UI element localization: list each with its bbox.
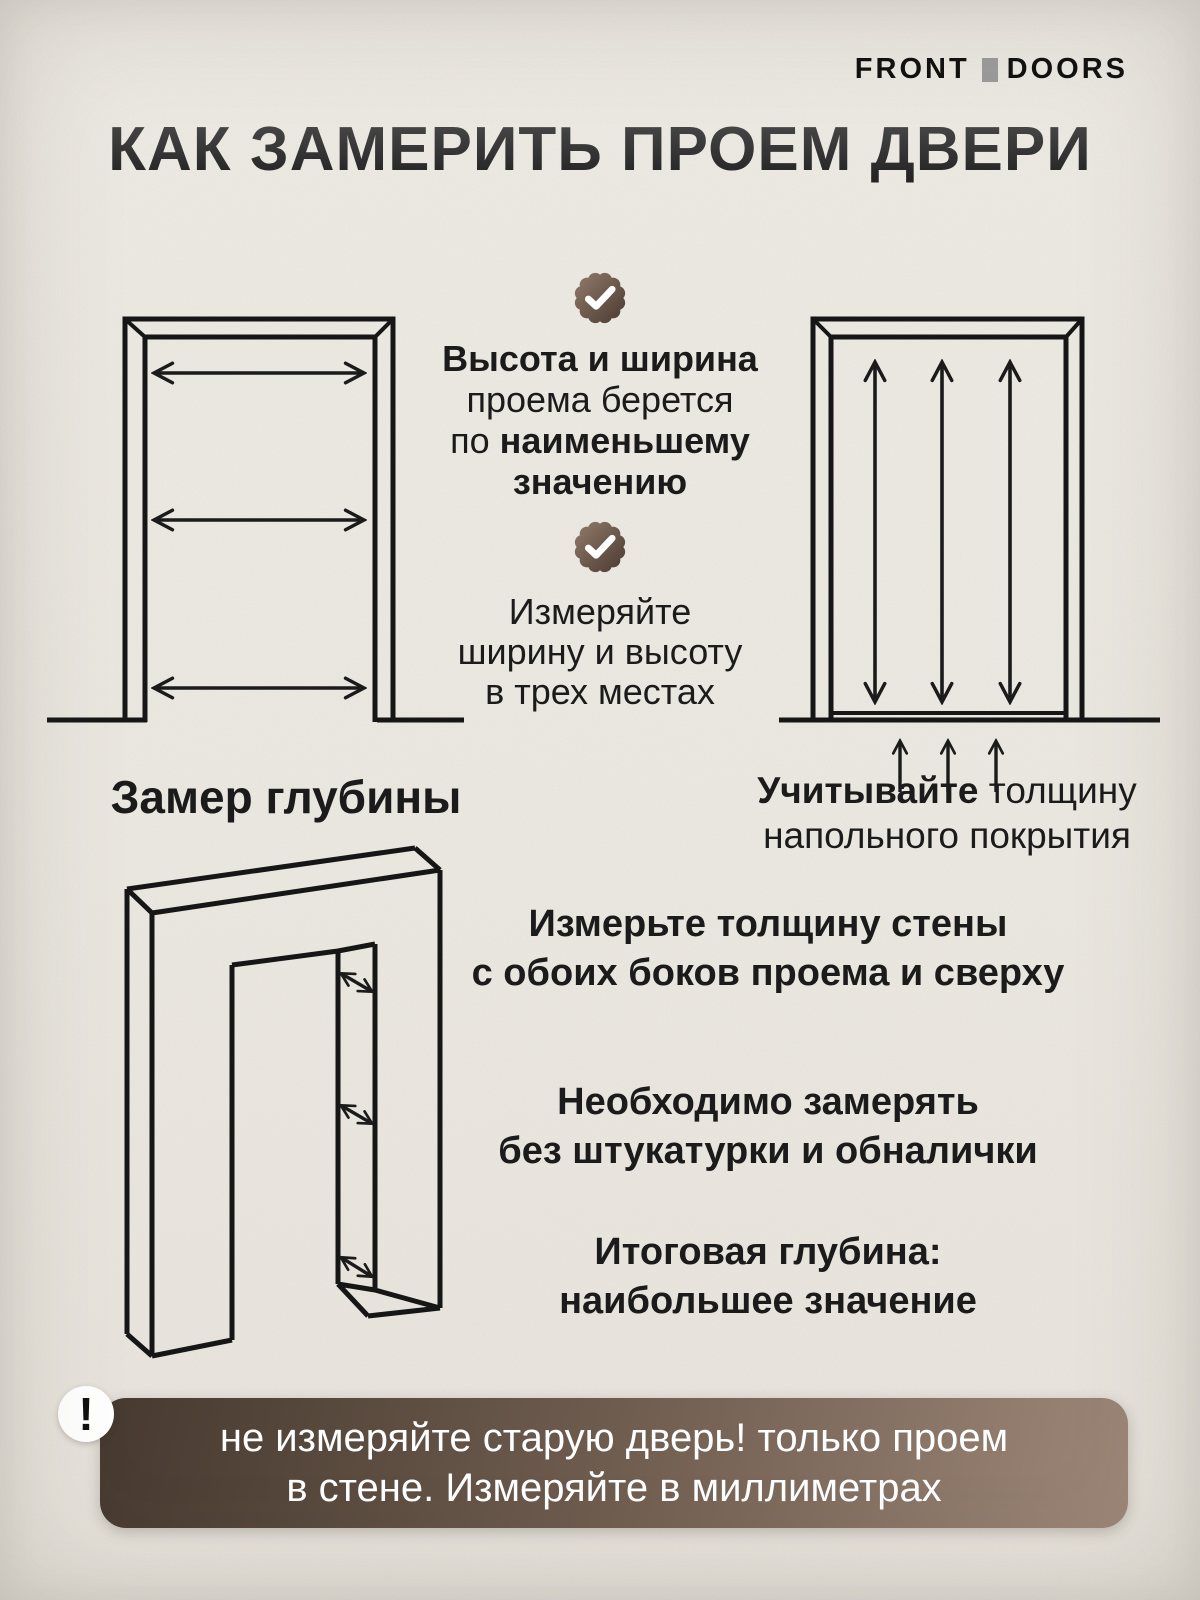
- tip1-line4: значению: [512, 461, 688, 502]
- check-badge-icon: [574, 272, 626, 324]
- warning-line1: не измеряйте старую дверь! только проем: [219, 1416, 1009, 1460]
- logo-front: FRONT: [854, 53, 970, 85]
- double-arrow-vertical: [875, 364, 1010, 700]
- floor-note-line1: Учитывайте толщину: [757, 770, 1137, 811]
- tip2-line2: ширину и высоту: [457, 631, 743, 672]
- depth-note-2: Необходимо замерять без штукатурки и обн…: [498, 1081, 1038, 1172]
- depth-section-heading: Замер глубины: [110, 771, 462, 823]
- tip1-line3: по наименьшему: [450, 420, 750, 461]
- tip1-line1: Высота и ширина: [442, 338, 758, 379]
- check-badge-icon: [574, 521, 626, 573]
- exclamation-icon: !: [58, 1386, 114, 1442]
- left-door-diagram: [122, 316, 396, 722]
- floor-covering-note: Учитывайте толщину напольного покрытия: [757, 768, 1136, 858]
- logo-doors: DOORS: [1006, 53, 1128, 85]
- brand-logo: FRONT DOORS: [855, 53, 1128, 86]
- double-arrow-diagonal: [342, 974, 371, 1276]
- warning-line2: в стене. Измеряйте в миллиметрах: [286, 1466, 942, 1510]
- tip2-line1: Измеряйте: [508, 591, 692, 632]
- depth-note-1: Измерьте толщину стены с обоих боков про…: [471, 903, 1065, 994]
- tip1-line2: проема берется: [466, 379, 734, 420]
- warning-banner: не измеряйте старую дверь! только проем …: [100, 1398, 1128, 1528]
- double-arrow-horizontal: [156, 373, 362, 688]
- depth-note-3: Итоговая глубина: наибольшее значение: [559, 1231, 977, 1322]
- tip2-line3: в трех местах: [485, 671, 715, 712]
- depth-diagram: [124, 845, 443, 1359]
- up-arrows: [900, 742, 996, 792]
- tip-three-places: Измеряйте ширину и высоту в трех местах: [458, 592, 743, 712]
- logo-separator-block: [981, 57, 998, 82]
- floor-note-line2: напольного покрытия: [763, 815, 1131, 856]
- right-door-diagram: [810, 316, 1085, 722]
- page-title: КАК ЗАМЕРИТЬ ПРОЕМ ДВЕРИ: [108, 115, 1092, 184]
- tip-smallest-value: Высота и ширина проема берется по наимен…: [442, 338, 758, 502]
